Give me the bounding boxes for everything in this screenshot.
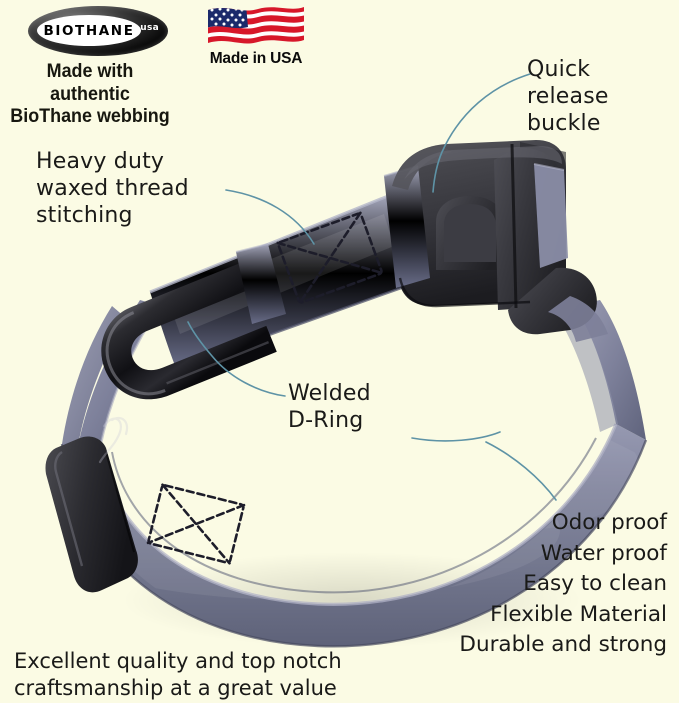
box-stitch-top	[276, 211, 384, 305]
made-in-usa-badge: Made in USA	[203, 4, 309, 74]
biothane-wordmark: BIOTHANE	[43, 22, 135, 39]
usa-flag-icon	[208, 7, 304, 44]
biothane-logo: BIOTHANE usa	[28, 6, 168, 56]
made-in-usa-label: Made in USA	[209, 50, 303, 67]
feature-item-water-proof: Water proof	[540, 540, 667, 566]
quick-release-buckle-hardware	[383, 140, 608, 342]
biothane-usa-mark: usa	[140, 23, 159, 33]
collar-right-strap	[550, 292, 646, 440]
callout-quick-release-buckle: Quick release buckle	[527, 57, 609, 136]
feature-item-odor-proof: Odor proof	[551, 510, 667, 535]
strap-embossed-mark	[98, 416, 129, 464]
feature-list: Odor proof Water proof Easy to clean Fle…	[399, 508, 667, 661]
d-ring-hardware	[101, 243, 286, 400]
feature-item-easy-to-clean: Easy to clean	[523, 571, 667, 597]
feature-item-durable-strong: Durable and strong	[459, 632, 667, 658]
strap-keeper-hardware	[45, 436, 138, 593]
box-stitch-lower	[146, 483, 246, 565]
biothane-caption: Made with authentic BioThane webbing	[10, 60, 170, 128]
bottom-tagline: Excellent quality and top notch craftsma…	[14, 649, 342, 701]
callout-heavy-duty-stitching: Heavy duty waxed thread stitching	[36, 149, 189, 228]
feature-item-flexible-material: Flexible Material	[490, 601, 667, 627]
biothane-inner-oval: BIOTHANE	[37, 15, 141, 46]
collar-left-strap	[62, 300, 161, 449]
callout-welded-d-ring: Welded D-Ring	[288, 381, 371, 433]
